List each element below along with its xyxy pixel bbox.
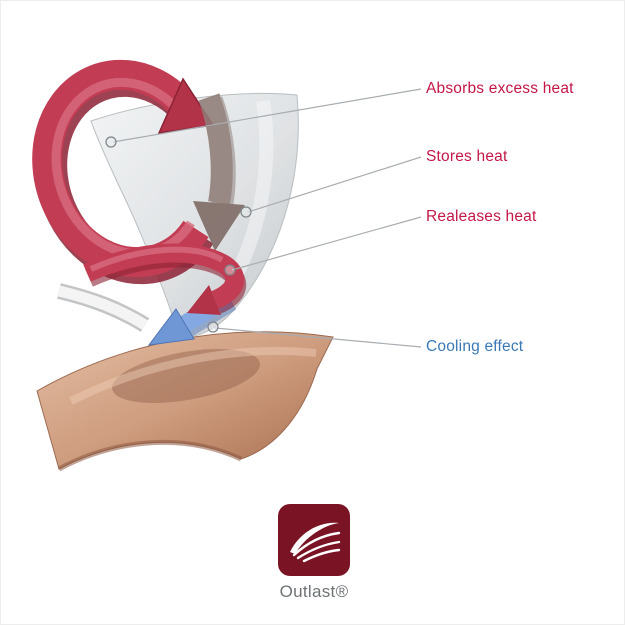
- fabric-sheet: [90, 92, 299, 338]
- leader-dot: [240, 206, 252, 218]
- logo-tile: [278, 504, 350, 576]
- leader-line: [112, 88, 422, 143]
- leader-line: [214, 327, 422, 348]
- cast-shadow: [112, 349, 260, 403]
- leader-lines: [112, 88, 422, 348]
- label-releases-heat: Realeases heat: [426, 208, 537, 225]
- leader-dot: [105, 136, 117, 148]
- leader-dot: [224, 264, 236, 276]
- skin-sheet-edge: [57, 439, 243, 472]
- skin-sheet: [36, 331, 334, 472]
- cooling-arrowhead: [147, 308, 195, 346]
- label-absorbs-heat: Absorbs excess heat: [426, 80, 574, 97]
- store-arrowhead: [193, 201, 245, 251]
- release-arrowhead: [187, 285, 221, 315]
- label-stores-heat: Stores heat: [426, 148, 508, 165]
- brand-logo: Outlast®: [271, 504, 357, 602]
- release-heat-arrow: [83, 243, 247, 315]
- leader-dots: [105, 136, 252, 333]
- leader-line: [231, 216, 422, 271]
- white-tube: [57, 283, 150, 332]
- leader-dot: [207, 321, 219, 333]
- logo-wordmark: Outlast®: [279, 582, 349, 601]
- leader-line: [247, 156, 422, 213]
- store-heat-down-arrow: [193, 93, 245, 251]
- label-cooling-effect: Cooling effect: [426, 338, 524, 355]
- outlast-swoosh-icon: [290, 522, 341, 563]
